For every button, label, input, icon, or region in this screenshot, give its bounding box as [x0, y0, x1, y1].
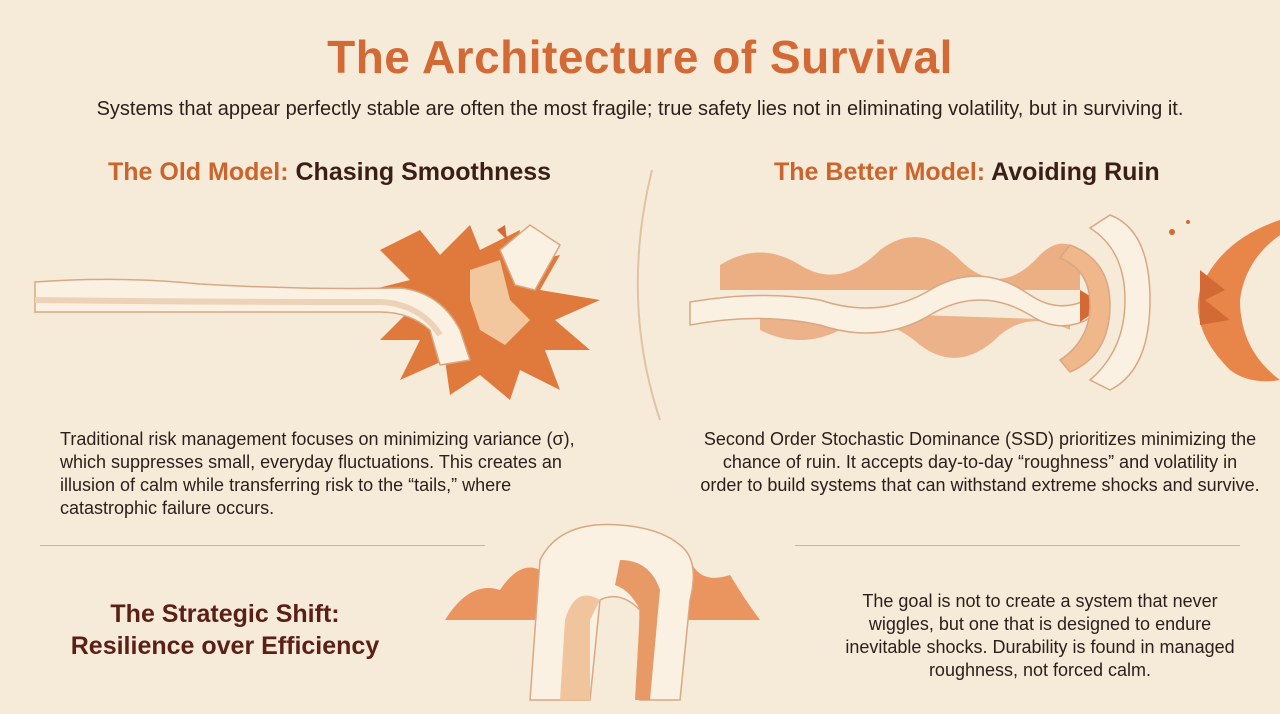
old-model-heading: The Old Model: Chasing Smoothness: [108, 158, 551, 187]
shock-flame-inner: [1200, 270, 1230, 325]
curved-barrier-inner: [1058, 244, 1111, 373]
shock-flame-right: [1198, 220, 1280, 382]
old-model-heading-prefix: The Old Model:: [108, 158, 289, 186]
spark-2: [1186, 220, 1190, 224]
divider-left: [40, 545, 485, 546]
shatter-core: [470, 260, 530, 345]
beam-shade: [34, 297, 443, 337]
strategic-shift-heading-line1: The Strategic Shift:: [110, 600, 340, 628]
center-divider-arc: [636, 169, 661, 421]
curved-barrier-outer: [1088, 214, 1151, 391]
arch-core: [615, 560, 660, 700]
old-model-description: Traditional risk management focuses on m…: [60, 429, 575, 518]
broken-shard: [499, 224, 561, 291]
old-model-illustration: [34, 224, 600, 400]
strategic-shift-description: The goal is not to create a system that …: [845, 591, 1235, 680]
old-model-heading-main: Chasing Smoothness: [295, 158, 552, 186]
volatility-wave-top: [720, 237, 1080, 290]
flying-shard: [497, 225, 507, 240]
page-title: The Architecture of Survival: [327, 31, 953, 83]
spark-1: [1169, 229, 1175, 235]
better-model-heading-main: Avoiding Ruin: [991, 158, 1160, 186]
resilient-arch: [529, 523, 695, 701]
divider-right: [795, 545, 1240, 546]
arch-shade: [560, 595, 600, 700]
strategic-shift-heading-line2: Resilience over Efficiency: [70, 632, 380, 660]
better-model-illustration: [689, 214, 1280, 391]
better-model-heading: The Better Model: Avoiding Ruin: [774, 158, 1160, 187]
strategic-shift-heading: The Strategic Shift: Resilience over Eff…: [40, 598, 410, 662]
strategic-shift-illustration: [445, 523, 760, 701]
better-model-description: Second Order Stochastic Dominance (SSD) …: [700, 429, 1260, 495]
better-model-heading-prefix: The Better Model:: [774, 158, 986, 186]
page-subtitle: Systems that appear perfectly stable are…: [96, 98, 1184, 120]
